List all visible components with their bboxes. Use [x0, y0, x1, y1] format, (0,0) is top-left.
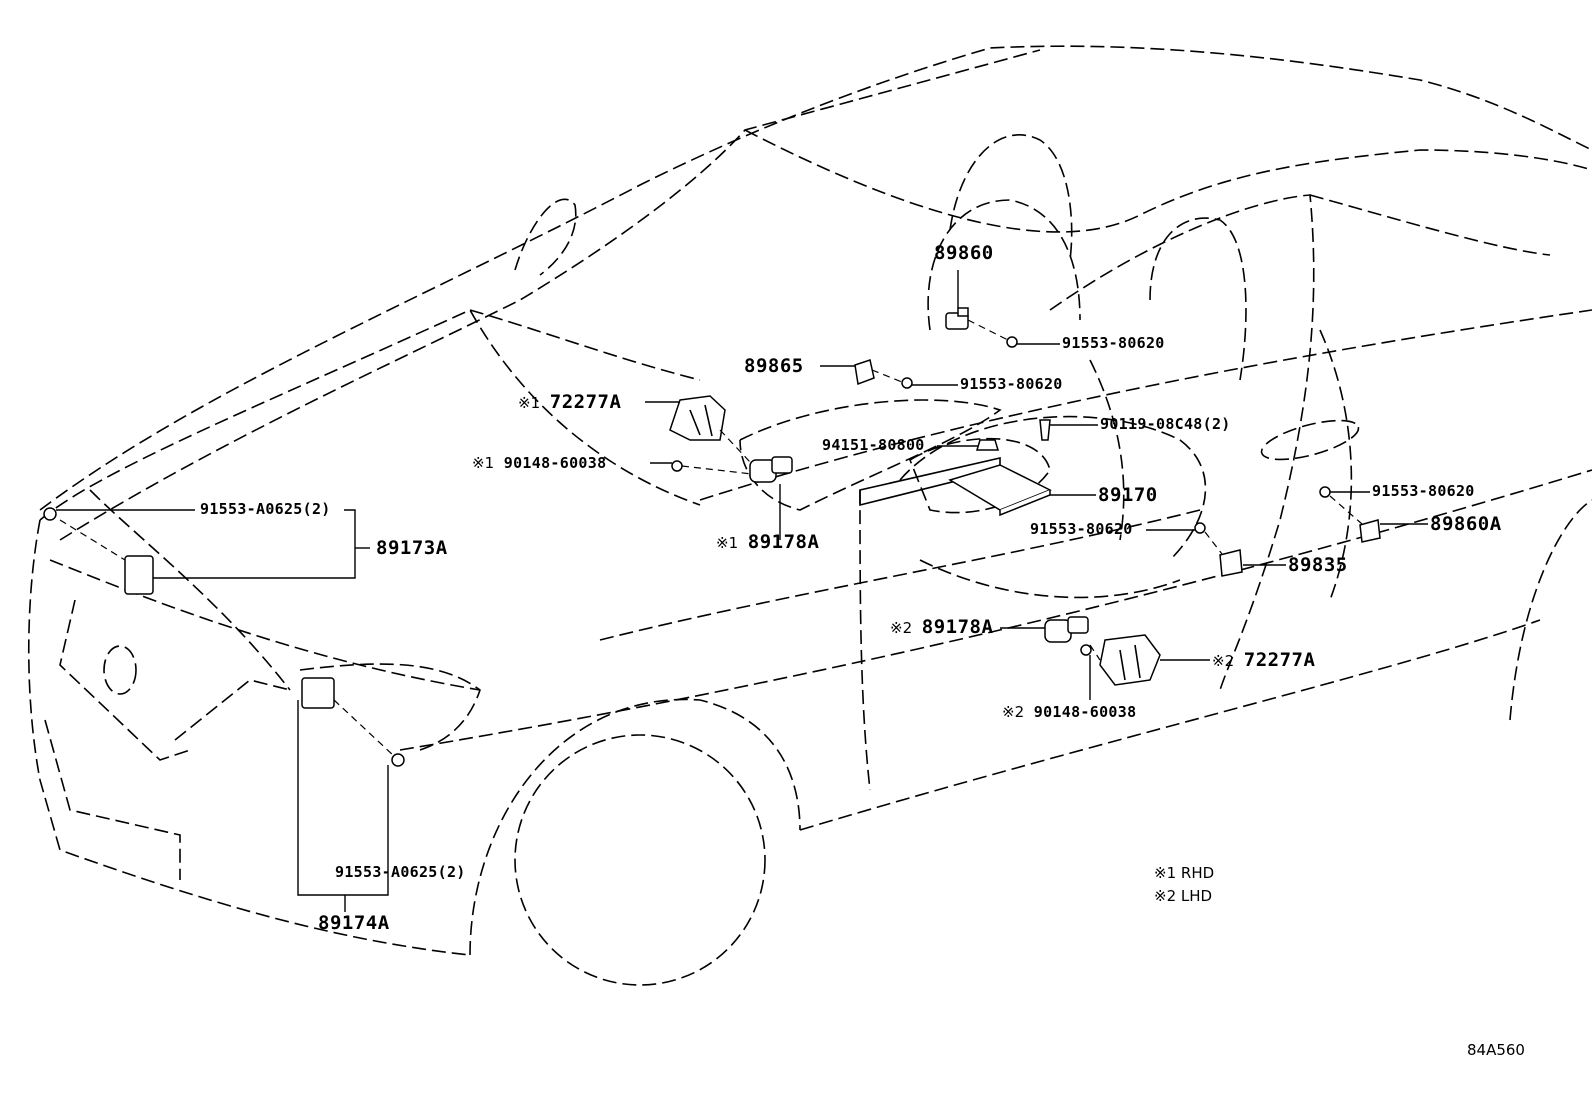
part-label-72277A-rhd: ※1 72277A: [518, 393, 621, 412]
legend-rhd: ※1 RHD: [1154, 866, 1214, 881]
part-label-90119-08C48: 90119-08C48(2): [1100, 415, 1231, 433]
parts-drawings: [43, 307, 1381, 767]
part-number: 89178A: [747, 531, 820, 553]
part-label-91553-80620: 91553-80620: [960, 375, 1063, 393]
part-label-89174A: 89174A: [318, 912, 390, 934]
lhd-mark: ※2: [890, 619, 913, 637]
lhd-mark: ※2: [1212, 652, 1235, 670]
part-label-91553-80620: 91553-80620: [1030, 520, 1133, 538]
rhd-mark: ※1: [472, 454, 495, 472]
legend-text: LHD: [1180, 887, 1213, 905]
rhd-mark: ※1: [716, 534, 739, 552]
part-label-91553-A0625: 91553-A0625(2): [200, 500, 331, 518]
part-label-89860: 89860: [934, 242, 994, 264]
part-label-89835: 89835: [1288, 554, 1348, 576]
legend-lhd: ※2 LHD: [1154, 889, 1212, 904]
part-label-91553-80620: 91553-80620: [1062, 334, 1165, 352]
part-number: 90148-60038: [1033, 703, 1137, 721]
car-body-outline: [27, 45, 1592, 986]
figure-code: 84A560: [1467, 1041, 1525, 1059]
part-label-89178A-rhd: ※1 89178A: [716, 533, 819, 552]
rhd-mark: ※1: [518, 394, 541, 412]
part-label-91553-A0625: 91553-A0625(2): [335, 863, 466, 881]
part-label-89170: 89170: [1098, 484, 1158, 506]
lhd-mark: ※2: [1002, 703, 1025, 721]
part-label-90148-60038-lhd: ※2 90148-60038: [1002, 704, 1136, 720]
part-number: 72277A: [1243, 649, 1316, 671]
part-label-94151-80800: 94151-80800: [822, 436, 925, 454]
part-label-90148-60038-rhd: ※1 90148-60038: [472, 455, 606, 471]
part-number: 90148-60038: [503, 454, 607, 472]
legend-text: RHD: [1180, 864, 1215, 882]
legend-mark: ※1: [1154, 864, 1177, 882]
part-number: 72277A: [549, 391, 622, 413]
leader-lines: [56, 270, 1428, 912]
legend-mark: ※2: [1154, 887, 1177, 905]
part-number: 89178A: [921, 616, 994, 638]
part-label-91553-80620: 91553-80620: [1372, 482, 1475, 500]
part-label-89860A: 89860A: [1430, 513, 1502, 535]
part-label-89173A: 89173A: [376, 537, 448, 559]
part-label-89865: 89865: [744, 355, 804, 377]
part-label-72277A-lhd: ※2 72277A: [1212, 651, 1315, 670]
part-label-89178A-lhd: ※2 89178A: [890, 618, 993, 637]
